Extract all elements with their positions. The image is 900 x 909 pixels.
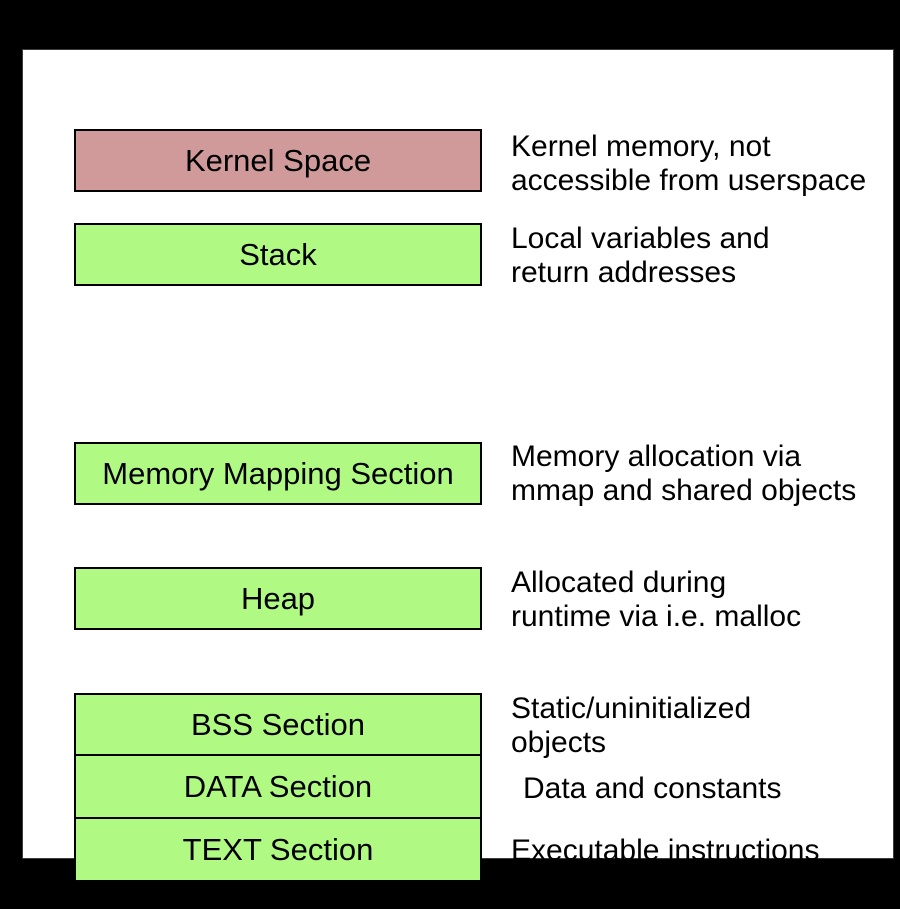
memory-box-bss-section: BSS Section [74,693,482,756]
description-line: return addresses [511,256,737,289]
description-line: Kernel memory, not [511,130,771,163]
description-line: Allocated during [511,566,727,599]
description-heap: Allocated during runtime via i.e. malloc [511,566,900,634]
memory-box-data-section: DATA Section [74,756,482,819]
description-line: objects [511,726,607,759]
description-line: runtime via i.e. malloc [511,600,802,633]
description-text-section: Executable instructions [511,834,900,868]
memory-box-memory-mapping-section: Memory Mapping Section [74,442,482,505]
box-label-bss-section: BSS Section [190,706,366,742]
diagram-panel: Kernel Space Kernel memory, not accessib… [22,49,894,882]
description-line: Memory allocation via [511,440,802,473]
box-label-data-section: DATA Section [183,768,373,804]
description-line: accessible from userspace [511,164,867,197]
description-kernel-space: Kernel memory, not accessible from users… [511,130,900,198]
description-line: mmap and shared objects [511,474,857,507]
description-stack: Local variables and return addresses [511,222,900,290]
description-line: Data and constants [523,772,782,805]
memory-box-heap: Heap [74,567,482,630]
description-line: Executable instructions [511,834,820,867]
memory-box-stack: Stack [74,223,482,286]
memory-box-text-section: TEXT Section [74,819,482,882]
description-data-section: Data and constants [523,772,900,806]
description-line: Static/uninitialized [511,692,752,725]
box-label-memory-mapping-section: Memory Mapping Section [102,455,454,491]
description-bss-section: Static/uninitialized objects [511,692,900,760]
box-label-stack: Stack [239,236,317,272]
box-label-text-section: TEXT Section [182,831,374,867]
box-label-kernel-space: Kernel Space [184,142,372,178]
box-label-heap: Heap [240,580,316,616]
description-line: Local variables and [511,222,770,255]
memory-box-kernel-space: Kernel Space [74,129,482,192]
description-memory-mapping-section: Memory allocation via mmap and shared ob… [511,440,900,508]
